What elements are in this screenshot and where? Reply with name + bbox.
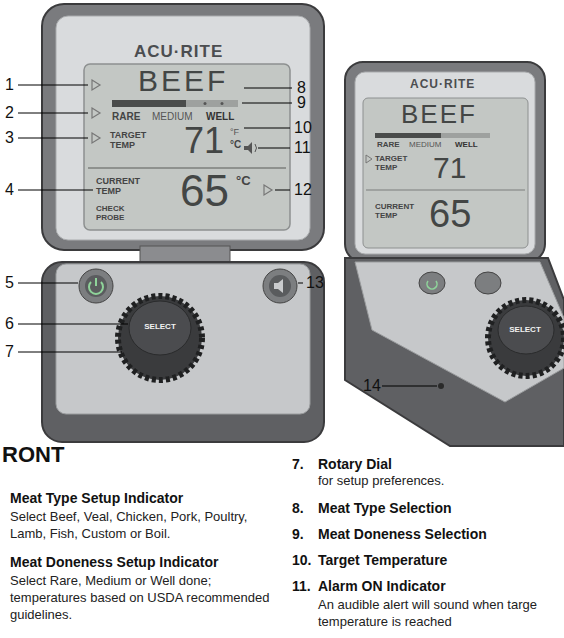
lcd-display: BEEF RARE MEDIUM WELL TARGET TEMP 71CURRENT T… [363,98,528,248]
callout-number: 12 [294,182,312,198]
lcd-warning: CHECK PROBE [96,204,140,222]
doneness-label: MEDIUM [409,140,441,149]
select-dial: SELECT [500,324,550,338]
callout-number: 14 [363,378,381,394]
section-heading: RONT [2,442,64,467]
item-description: An audible alert will sound when targe t… [318,596,562,630]
item-number: 11. [292,578,311,594]
item-number: 7. [292,456,304,472]
brand-logo: ACU·RITE [410,78,475,92]
lcd-digits: 71 [433,152,466,184]
doneness-label: WELL [455,140,478,149]
dial-label: SELECT [135,322,185,331]
item-heading: Alarm ON Indicator [318,578,446,594]
lcd-unit: °C [230,139,241,151]
callout-number: 3 [5,130,14,146]
lcd-digits: 65 [180,168,229,214]
callout-number: 11 [294,140,311,156]
item-heading: Rotary Dial [318,456,392,472]
lcd-digits: 65 [429,194,471,234]
brand-logo: ACU·RITE [134,42,223,62]
callout-number: 5 [5,275,14,291]
callout-number: 1 [5,77,14,93]
callout-number: 10 [294,120,312,136]
item-description: Select Rare, Medium or Well done; temper… [10,572,272,623]
item-heading: Meat Type Setup Indicator [10,490,183,506]
callout-number: 13 [306,275,324,291]
callout-number: 4 [5,182,14,198]
lcd-display: BEEF RARE MEDIUM WELL TARGET TEMP 71 °F °C CURRE… [84,64,290,230]
dial-label: SELECT [500,325,550,334]
doneness-label: WELL [206,111,234,123]
callout-number: 7 [5,344,14,360]
doneness-label: RARE [112,111,140,123]
lcd-meat-type: BEEF [401,100,477,130]
lcd-caption: TARGET TEMP [110,130,156,151]
item-heading: Meat Doneness Setup Indicator [10,554,218,570]
lcd-caption: CURRENT TEMP [96,176,146,197]
callout-number: 9 [297,95,306,111]
lcd-meat-type: BEEF [138,64,228,99]
item-heading: Meat Doneness Selection [318,526,487,542]
lcd-unit: °F [230,127,239,137]
lcd-caption: TARGET TEMP [375,154,413,172]
item-number: 10. [292,552,311,568]
callout-number: 2 [5,105,14,121]
callout-number: 6 [5,316,14,332]
select-dial: SELECT [135,321,185,335]
item-description: for setup preferences. [318,474,444,489]
item-description: Select Beef, Veal, Chicken, Pork, Poultr… [10,508,272,542]
doneness-label: MEDIUM [152,111,193,123]
lcd-caption: CURRENT TEMP [375,202,415,220]
callout-number: 8 [297,80,306,96]
item-number: 8. [292,500,304,516]
item-number: 9. [292,526,304,542]
item-heading: Target Temperature [318,552,447,568]
item-heading: Meat Type Selection [318,500,452,516]
lcd-digits: 71 [184,122,224,160]
doneness-label: RARE [377,140,400,149]
lcd-unit: °C [236,174,251,189]
